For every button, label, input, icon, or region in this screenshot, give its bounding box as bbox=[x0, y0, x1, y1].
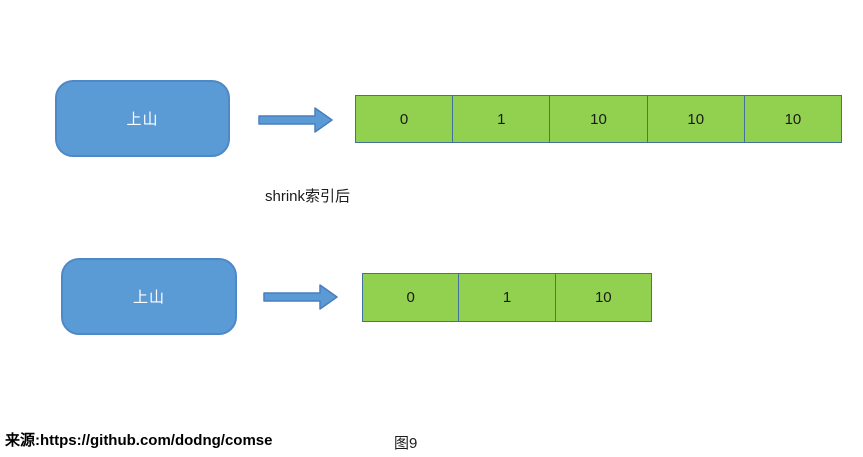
cell: 10 bbox=[743, 95, 843, 143]
cell: 0 bbox=[362, 273, 460, 322]
figure-label: 图9 bbox=[394, 435, 418, 452]
source-attribution: 来源:https://github.com/dodng/comse bbox=[5, 432, 273, 449]
cell: 10 bbox=[646, 95, 745, 143]
cell: 1 bbox=[452, 95, 551, 143]
right-arrow-icon bbox=[263, 283, 339, 311]
cell-row-bottom: 0 1 10 bbox=[362, 273, 652, 322]
node-top: 上山 bbox=[55, 80, 230, 157]
cell: 0 bbox=[355, 95, 454, 143]
cell-row-top: 0 1 10 10 10 bbox=[355, 95, 843, 143]
cell: 10 bbox=[554, 273, 652, 322]
cell: 10 bbox=[549, 95, 648, 143]
node-bottom-label: 上山 bbox=[132, 289, 165, 306]
node-bottom: 上山 bbox=[61, 258, 237, 335]
right-arrow-icon bbox=[258, 106, 334, 134]
cell: 1 bbox=[458, 273, 556, 322]
shrink-caption: shrink索引后 bbox=[265, 188, 351, 205]
node-top-label: 上山 bbox=[126, 111, 159, 128]
